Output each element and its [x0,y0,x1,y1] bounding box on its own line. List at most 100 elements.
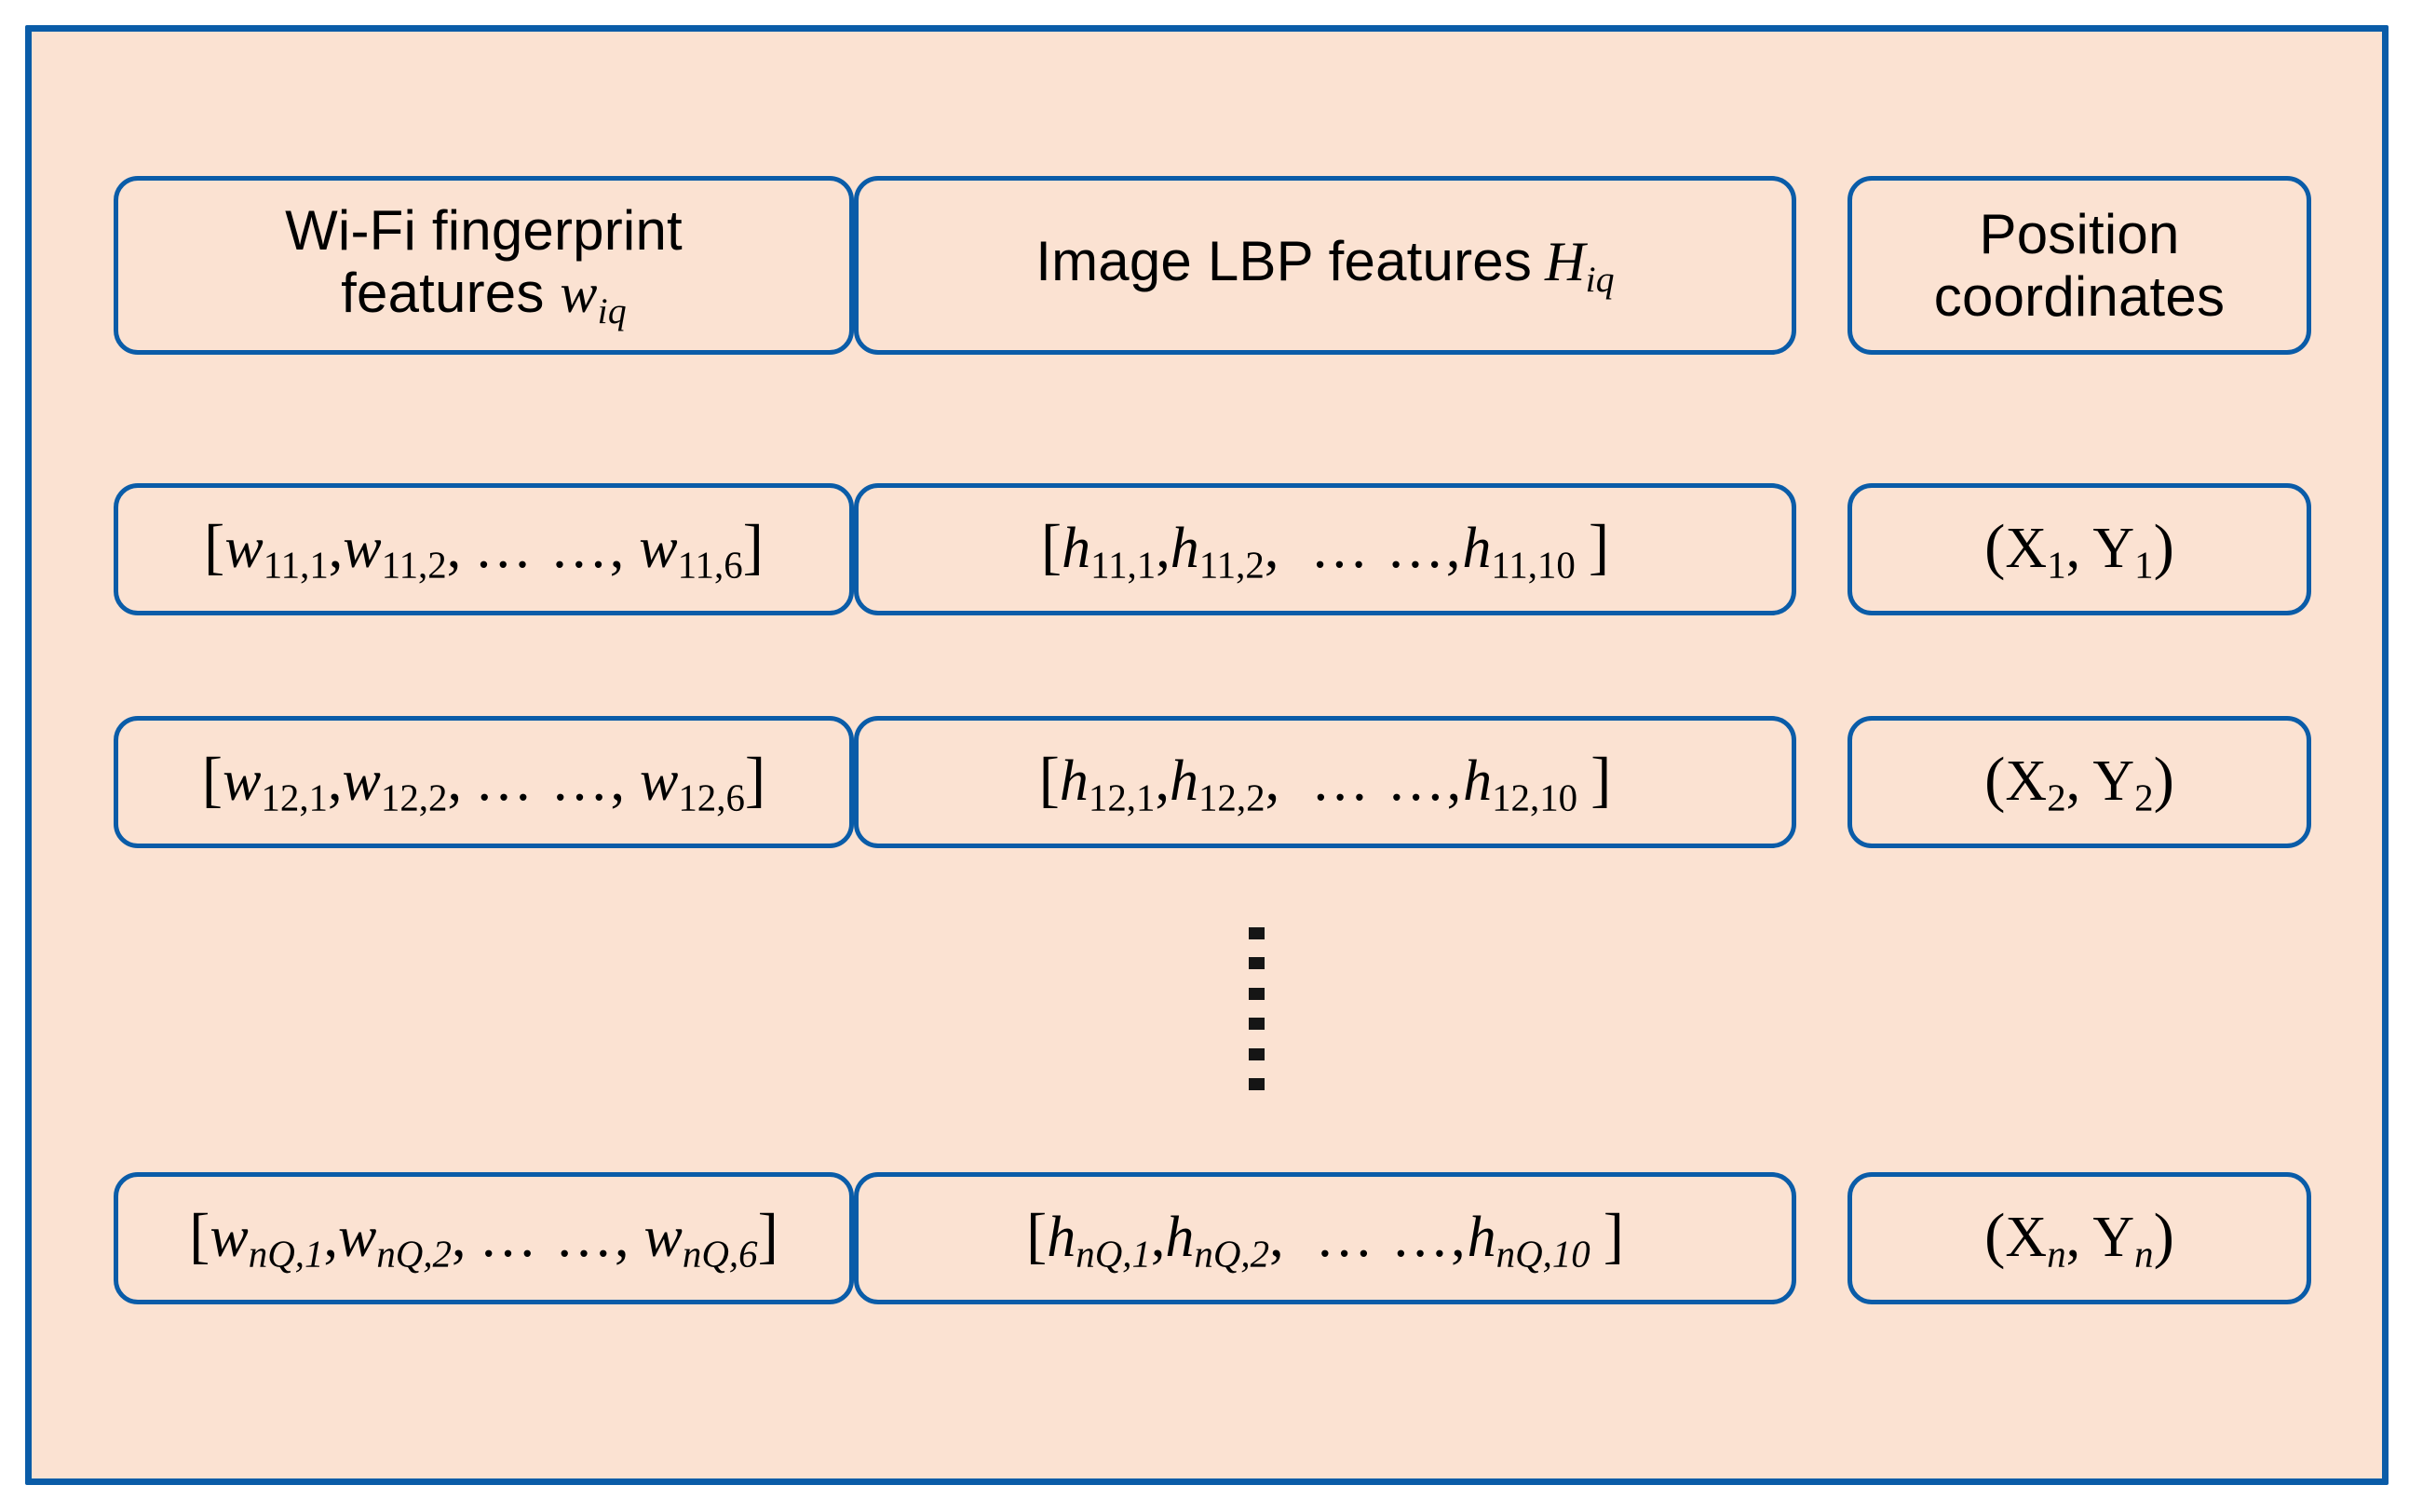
header-wifi-line1: Wi-Fi fingerprint [285,198,683,262]
data-cell-lbp-row-1: [h11,1,h11,2,… …,h11,10] [854,483,1796,615]
bracket-close: ] [1590,744,1612,814]
subscript-2: 11,2 [381,544,447,587]
header-cell-position-coordinates: Position coordinates [1847,176,2311,355]
comma-1: , [323,1205,338,1269]
symbol-y: Y [2092,516,2135,580]
inline-ellipsis: … …, [474,749,627,813]
bracket-close: ] [1588,511,1610,581]
header-lbp-symbol: H [1545,231,1586,293]
bracket-open: [ [189,1200,210,1270]
symbol-w-2: w [342,749,381,813]
symbol-h: h [1062,516,1091,580]
comma: , [2065,749,2093,813]
symbol-w: w [224,516,264,580]
subscript-y: 1 [2134,544,2154,587]
ellipsis-dot [1248,957,1265,970]
symbol-y: Y [2092,1205,2135,1269]
comma-2: , [1265,749,1280,813]
symbol-w-last: w [639,749,679,813]
comma-1: , [328,516,344,580]
subscript-2: nQ,2 [376,1233,453,1276]
comma: , [2065,516,2093,580]
symbol-w: w [210,1205,249,1269]
data-cell-wifi-row-2: [w12,1,w12,2,… …,w12,6] [114,716,854,848]
symbol-x: X [2005,1205,2048,1269]
symbol-w-last: w [643,1205,683,1269]
ellipsis-dot [1248,1077,1265,1090]
paren-close: ) [2153,744,2174,814]
inline-ellipsis: … …, [479,1205,631,1269]
comma-1: , [1156,516,1171,580]
subscript-2: nQ,2 [1194,1233,1270,1276]
bracket-close: ] [744,744,766,814]
symbol-h: h [1059,749,1089,813]
subscript-x: 1 [2047,544,2066,587]
header-position-line1: Position [1979,202,2180,265]
symbol-h-2: h [1169,749,1198,813]
header-position-line2: coordinates [1933,265,2226,328]
paren-open: ( [1984,1200,2006,1270]
subscript-2: 12,2 [380,776,448,819]
symbol-w: w [223,749,262,813]
subscript-x: 2 [2047,776,2066,819]
ellipsis-dot [1248,927,1265,939]
subscript-last: 12,10 [1492,776,1578,819]
subscript-1: nQ,1 [1076,1233,1151,1276]
data-cell-lbp-row-n: [hnQ,1,hnQ,2,… …,hnQ,10] [854,1172,1796,1304]
comma-2: , [1269,1205,1284,1269]
bracket-open: [ [201,744,223,814]
comma: , [2065,1205,2093,1269]
header-cell-wifi-fingerprint-features: Wi-Fi fingerprint features wiq [114,176,854,355]
data-cell-position-row-2: (X2, Y2) [1847,716,2311,848]
comma-2: , [452,1205,467,1269]
header-wifi-line2-prefix: features [341,261,561,324]
ellipsis-dot [1248,1047,1265,1060]
comma-1: , [1150,1205,1166,1269]
symbol-x: X [2005,516,2048,580]
diagram-outer-frame: Wi-Fi fingerprint features wiq Image LBP… [25,25,2389,1485]
subscript-last: nQ,10 [1495,1233,1590,1276]
symbol-h-2: h [1170,516,1199,580]
bracket-open: [ [1040,511,1062,581]
bracket-open: [ [1038,744,1060,814]
inline-ellipsis: … …, [474,516,627,580]
bracket-close: ] [1603,1200,1625,1270]
subscript-x: n [2047,1233,2066,1276]
subscript-1: 12,1 [261,776,329,819]
paren-close: ) [2153,1200,2174,1270]
subscript-1: 11,1 [263,544,329,587]
data-cell-wifi-row-1: [w11,1,w11,2,… …,w11,6] [114,483,854,615]
bracket-close: ] [757,1200,778,1270]
symbol-w-last: w [639,516,678,580]
data-cell-wifi-row-n: [wnQ,1,wnQ,2,… …,wnQ,6] [114,1172,854,1304]
inline-ellipsis: … …, [1310,516,1463,580]
subscript-last: 12,6 [678,776,745,819]
subscript-y: 2 [2134,776,2154,819]
subscript-2: 12,2 [1198,776,1265,819]
symbol-h-last: h [1467,1205,1496,1269]
symbol-h-2: h [1165,1205,1195,1269]
subscript-1: 11,1 [1090,544,1157,587]
paren-close: ) [2153,511,2174,581]
symbol-h: h [1047,1205,1076,1269]
subscript-last: 11,6 [677,544,743,587]
symbol-x: X [2005,749,2048,813]
comma-1: , [328,749,343,813]
subscript-2: 11,2 [1198,544,1265,587]
subscript-1: 12,1 [1088,776,1156,819]
subscript-1: nQ,1 [248,1233,324,1276]
comma-1: , [1155,749,1170,813]
subscript-last: 11,10 [1491,544,1576,587]
bracket-open: [ [204,511,225,581]
symbol-h-last: h [1463,749,1493,813]
symbol-y: Y [2092,749,2135,813]
bracket-close: ] [742,511,764,581]
header-wifi-symbol: w [560,262,598,324]
subscript-last: nQ,6 [682,1233,758,1276]
header-lbp-subscript: iq [1585,259,1615,301]
ellipsis-dot [1248,987,1265,1000]
data-cell-lbp-row-2: [h12,1,h12,2,… …,h12,10] [854,716,1796,848]
ellipsis-dot [1248,1018,1265,1031]
